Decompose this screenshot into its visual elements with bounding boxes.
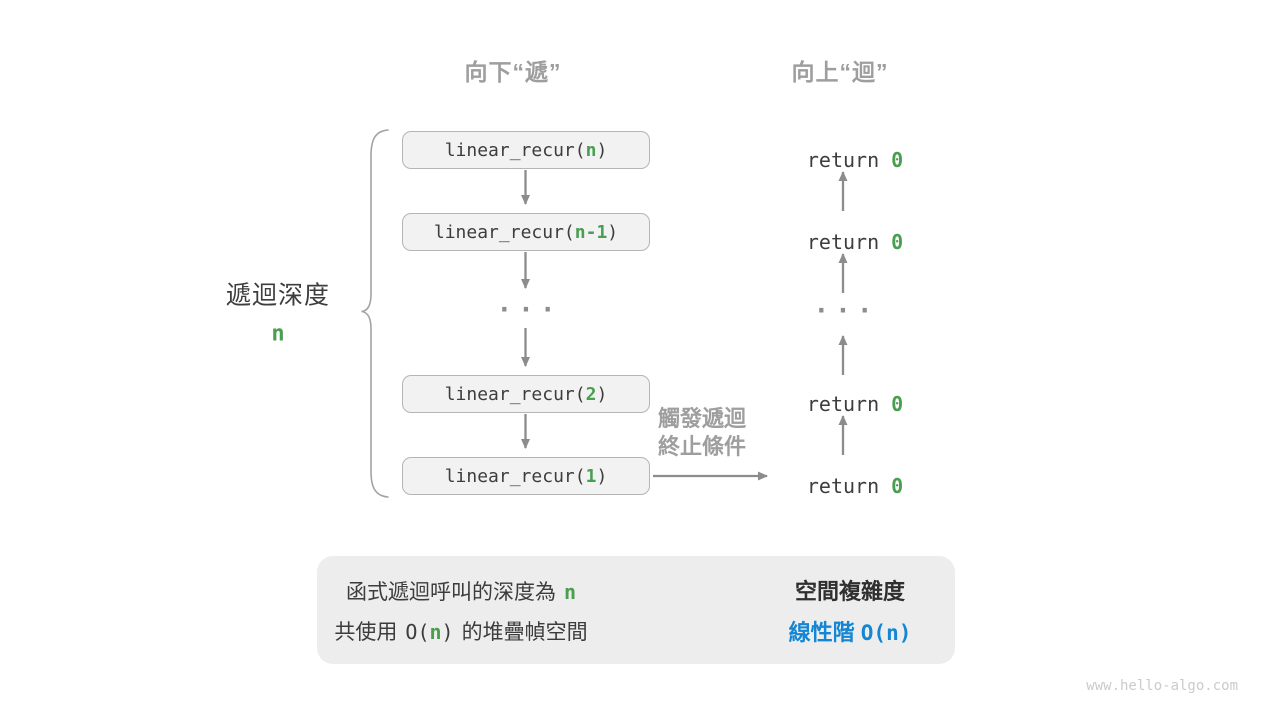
return-statement: return 0 <box>783 212 903 252</box>
summary-code: O( <box>405 620 430 644</box>
code-arg: 1 <box>585 465 597 487</box>
depth-label-value: n <box>271 321 285 347</box>
complexity-label: 線性階 <box>788 620 855 645</box>
code-text: ) <box>596 139 608 161</box>
code-text: return <box>806 230 892 254</box>
summary-code: ) <box>441 620 454 644</box>
code-text: linear_recur( <box>444 465 586 487</box>
watermark: www.hello-algo.com <box>1086 678 1238 694</box>
return-value: 0 <box>891 392 904 416</box>
summary-text: 函式遞迴呼叫的深度為 <box>345 581 556 604</box>
call-box-n-1: linear_recur(n-1) <box>402 213 650 251</box>
code-text: linear_recur( <box>444 139 586 161</box>
depth-label-text: 遞迴深度 <box>225 281 331 310</box>
call-box-2: linear_recur(2) <box>402 375 650 413</box>
summary-left-line2: 共使用 O(n) 的堆疊幀空間 <box>334 616 587 646</box>
base-case-label: 觸發遞迴 終止條件 <box>658 405 746 461</box>
code-text: return <box>806 474 892 498</box>
complexity-code: O(n) <box>860 621 912 645</box>
column-header-ascend: 向上“迴” <box>791 59 889 85</box>
call-box-1: linear_recur(1) <box>402 457 650 495</box>
summary-n: n <box>563 580 577 604</box>
summary-n: n <box>429 620 442 644</box>
code-text: return <box>806 148 892 172</box>
call-stack-ellipsis: ··· <box>496 295 562 325</box>
base-case-label-line2: 終止條件 <box>657 434 747 459</box>
code-text: linear_recur( <box>433 221 575 243</box>
code-text: ) <box>596 383 608 405</box>
column-header-descend: 向下“遞” <box>464 59 562 85</box>
return-statement: return 0 <box>783 130 903 170</box>
code-text: ) <box>596 465 608 487</box>
space-complexity-title: 空間複雜度 <box>794 579 906 604</box>
code-text: return <box>806 392 892 416</box>
summary-text: 的堆疊幀空間 <box>461 621 588 644</box>
summary-box <box>317 556 955 664</box>
code-arg: n <box>585 139 597 161</box>
code-arg: n-1 <box>574 221 608 243</box>
code-text: linear_recur( <box>444 383 586 405</box>
return-value: 0 <box>891 230 904 254</box>
space-complexity-value: 線性階 O(n) <box>789 615 912 647</box>
return-ellipsis: ··· <box>813 296 879 326</box>
return-value: 0 <box>891 148 904 172</box>
code-text: ) <box>607 221 619 243</box>
summary-left-line1: 函式遞迴呼叫的深度為 n <box>346 576 576 606</box>
summary-text: 共使用 <box>334 621 398 644</box>
call-box-n: linear_recur(n) <box>402 131 650 169</box>
return-statement: return 0 <box>783 456 903 496</box>
base-case-label-line1: 觸發遞迴 <box>657 406 747 431</box>
return-value: 0 <box>891 474 904 498</box>
depth-brace <box>361 129 389 498</box>
return-statement: return 0 <box>783 374 903 414</box>
code-arg: 2 <box>585 383 597 405</box>
depth-label: 遞迴深度 n <box>226 276 330 347</box>
